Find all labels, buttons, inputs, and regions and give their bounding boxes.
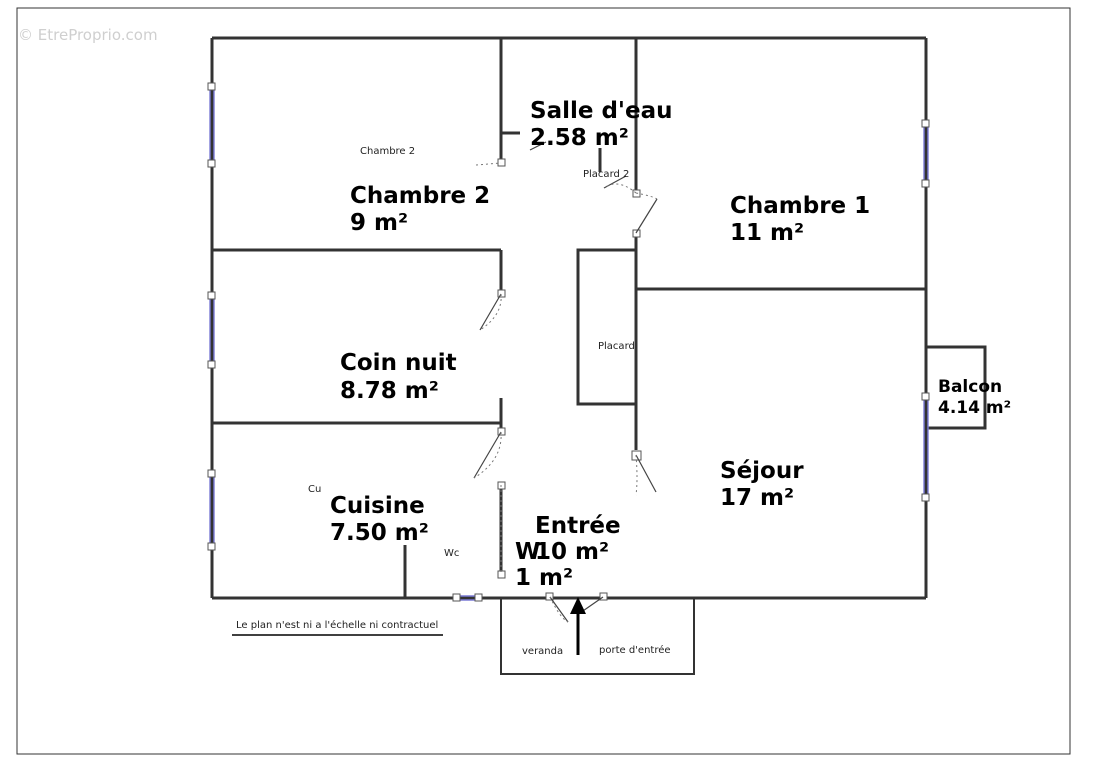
room-name-balcon: Balcon (938, 377, 1002, 397)
door-leaves (473, 141, 658, 623)
interior-walls (212, 38, 926, 598)
exterior-walls (210, 36, 928, 600)
room-area-chambre1: 11 m² (730, 220, 804, 246)
plan-frame (16, 7, 1071, 755)
room-name-chambre2: Chambre 2 (350, 183, 490, 209)
room-name-coin-nuit: Coin nuit (340, 350, 457, 376)
label-placard: Placard (598, 341, 635, 352)
room-name-salle-eau: Salle d'eau (530, 98, 672, 124)
windows (209, 87, 929, 601)
label-wc-small: Wc (444, 548, 459, 559)
room-name-chambre1: Chambre 1 (730, 193, 870, 219)
label-chambre2-small: Chambre 2 (360, 146, 415, 157)
room-area-balcon: 4.14 m² (938, 398, 1011, 418)
placard-box (576, 248, 638, 406)
entrance-arrow-icon (570, 597, 586, 655)
label-porte-entree: porte d'entrée (599, 644, 671, 656)
room-name-sejour: Séjour (720, 458, 804, 484)
room-area-wc: 1 m² (515, 565, 573, 591)
door-swings (473, 162, 658, 623)
room-area-chambre2: 9 m² (350, 210, 408, 236)
label-cu: Cu (308, 484, 321, 495)
label-placard2: Placard 2 (583, 169, 629, 180)
room-name-entree: Entrée (535, 513, 621, 539)
label-veranda: veranda (522, 646, 563, 657)
veranda-outline (500, 598, 695, 675)
room-area-cuisine: 7.50 m² (330, 520, 429, 546)
label-disclaimer: Le plan n'est ni a l'échelle ni contract… (236, 619, 438, 631)
room-area-coin-nuit: 8.78 m² (340, 378, 439, 404)
watermark-text: © EtreProprio.com (18, 26, 158, 44)
room-name-cuisine: Cuisine (330, 493, 425, 519)
room-name-wc: W (515, 539, 540, 565)
room-area-entree: 10 m² (535, 539, 609, 565)
balcony-outline (926, 345, 987, 430)
room-area-salle-eau: 2.58 m² (530, 125, 629, 151)
room-area-sejour: 17 m² (720, 485, 794, 511)
